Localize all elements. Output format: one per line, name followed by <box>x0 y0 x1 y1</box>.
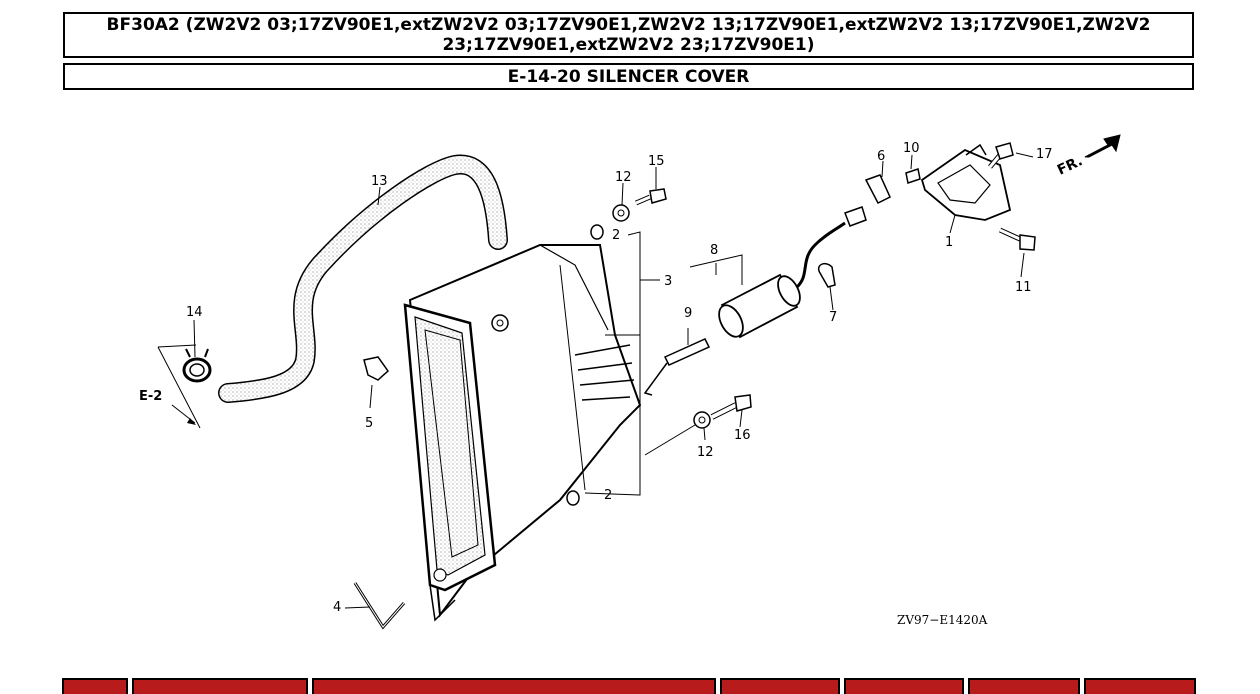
callout-brackets <box>584 231 696 496</box>
front-arrow-icon: FR. <box>1055 134 1121 179</box>
table-header-cell <box>62 678 128 694</box>
front-label: FR. <box>1055 153 1085 178</box>
bracket-part <box>864 142 1036 251</box>
reference-label: E-2 <box>139 389 162 404</box>
table-header-cell <box>132 678 308 694</box>
silencer-cover-part <box>403 244 642 622</box>
table-header-cell <box>844 678 964 694</box>
callout-11: 11 <box>1015 280 1032 295</box>
table-header-cell <box>312 678 716 694</box>
callout-9: 9 <box>684 306 692 321</box>
drawing-code: ZV97−E1420A <box>897 613 988 627</box>
callout-2-bottom: 2 <box>604 488 612 503</box>
callout-13: 13 <box>371 174 388 189</box>
clip-part <box>818 262 836 288</box>
model-title: BF30A2 (ZW2V2 03;17ZV90E1,extZW2V2 03;17… <box>63 12 1194 58</box>
model-line-text: BF30A2 (ZW2V2 03;17ZV90E1,extZW2V2 03;17… <box>106 15 1151 55</box>
callout-17: 17 <box>1036 147 1053 162</box>
callout-1: 1 <box>945 235 953 250</box>
callout-10: 10 <box>903 141 920 156</box>
callout-3: 3 <box>664 274 672 289</box>
callout-12-bottom: 12 <box>697 445 714 460</box>
pin-part <box>353 582 406 630</box>
callout-4: 4 <box>333 600 341 615</box>
reference-arrows <box>157 344 201 429</box>
table-header-cell <box>968 678 1080 694</box>
callout-14: 14 <box>186 305 203 320</box>
leader-lines <box>193 152 1034 609</box>
sensor-part <box>643 206 867 396</box>
callout-6: 6 <box>877 149 885 164</box>
callout-5: 5 <box>365 416 373 431</box>
callout-16: 16 <box>734 428 751 443</box>
section-title-text: E-14-20 SILENCER COVER <box>507 66 750 87</box>
washer-bolt-parts <box>612 188 752 429</box>
parts-table-header <box>62 678 1196 694</box>
callout-15: 15 <box>648 154 665 169</box>
table-header-cell <box>1084 678 1196 694</box>
hose-clamp-part <box>182 348 212 383</box>
section-title: E-14-20 SILENCER COVER <box>63 63 1194 90</box>
callout-7: 7 <box>829 310 837 325</box>
callout-12-top: 12 <box>615 170 632 185</box>
hose-part <box>218 154 508 403</box>
clip-5-part <box>363 356 389 381</box>
callout-2-top: 2 <box>612 228 620 243</box>
table-header-cell <box>720 678 840 694</box>
callout-8: 8 <box>710 243 718 258</box>
grommet-parts <box>566 224 604 506</box>
parts-diagram: FR. 1 2 2 3 4 5 6 7 8 9 10 11 12 12 13 1… <box>139 134 1121 630</box>
